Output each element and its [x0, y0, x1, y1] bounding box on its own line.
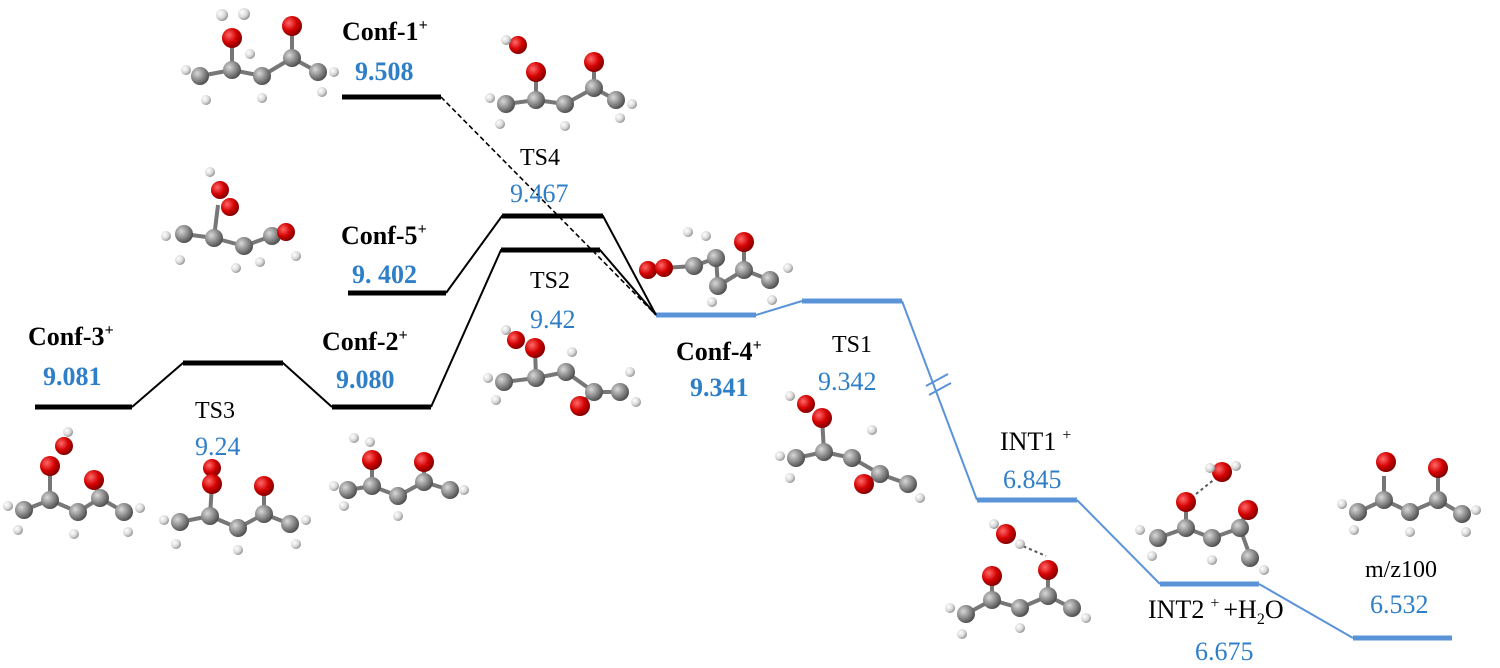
- molecule-conf3: [3, 427, 145, 539]
- conf1-label: Conf-1+: [342, 17, 428, 46]
- molecule-ts2: [483, 325, 641, 416]
- molecule-mz100: [1337, 452, 1481, 537]
- ts3-energy: 9.24: [195, 432, 241, 461]
- int1-label: INT1+: [1000, 427, 1071, 456]
- molecule-int2: [1135, 461, 1269, 575]
- int2-energy: 6.675: [1195, 637, 1254, 666]
- conf2-energy: 9.080: [336, 365, 395, 394]
- conf2-label: Conf-2+: [322, 327, 408, 356]
- ts2-label: TS2: [530, 268, 570, 294]
- conf1-energy: 9.508: [355, 57, 414, 86]
- molecule-conf1: [181, 8, 339, 105]
- molecule-ts1: [775, 391, 925, 503]
- molecule-ts4: [485, 35, 637, 131]
- conf3-label: Conf-3+: [28, 322, 114, 351]
- conf3-energy: 9.081: [43, 362, 102, 391]
- level-bars: [35, 94, 1452, 641]
- connector-ts1-int1: [901, 300, 978, 501]
- ts4-energy: 9.467: [510, 179, 569, 208]
- conf4-label: Conf-4+: [676, 337, 762, 366]
- molecule-int1: [945, 519, 1091, 639]
- connector-conf3-ts3-conf2: [131, 362, 333, 408]
- connector-conf1-conf4-dashed: [440, 96, 657, 316]
- molecule-conf5: [161, 167, 301, 273]
- conf5-label: Conf-5+: [341, 221, 427, 250]
- labels: Conf-1+ 9.508 TS4 9.467 Conf-5+ 9. 402 T…: [28, 17, 1437, 666]
- int1-energy: 6.845: [1003, 465, 1062, 494]
- mz100-label: m/z100: [1365, 557, 1437, 583]
- connectors: [131, 96, 1354, 639]
- connector-int1-int2: [1076, 499, 1161, 585]
- axis-break-mark: [925, 373, 952, 396]
- conf4-energy: 9.341: [690, 373, 749, 402]
- connector-int2-mz100: [1258, 583, 1354, 639]
- ts2-energy: 9.42: [530, 305, 576, 334]
- connector-conf2-ts2-conf4: [430, 249, 657, 408]
- ts4-label: TS4: [520, 145, 560, 171]
- mz100-energy: 6.532: [1370, 590, 1429, 619]
- ts1-label: TS1: [832, 332, 872, 358]
- connector-conf4-ts1: [755, 300, 803, 316]
- connector-conf5-ts4-conf4: [445, 215, 657, 316]
- int2-label: INT2++H2O: [1148, 595, 1284, 628]
- ts3-label: TS3: [195, 398, 235, 424]
- molecule-conf2: [329, 433, 469, 521]
- conf5-energy: 9. 402: [352, 260, 417, 289]
- ts1-energy: 9.342: [818, 367, 877, 396]
- molecule-ts3: [159, 459, 311, 555]
- molecule-conf4: [639, 227, 793, 307]
